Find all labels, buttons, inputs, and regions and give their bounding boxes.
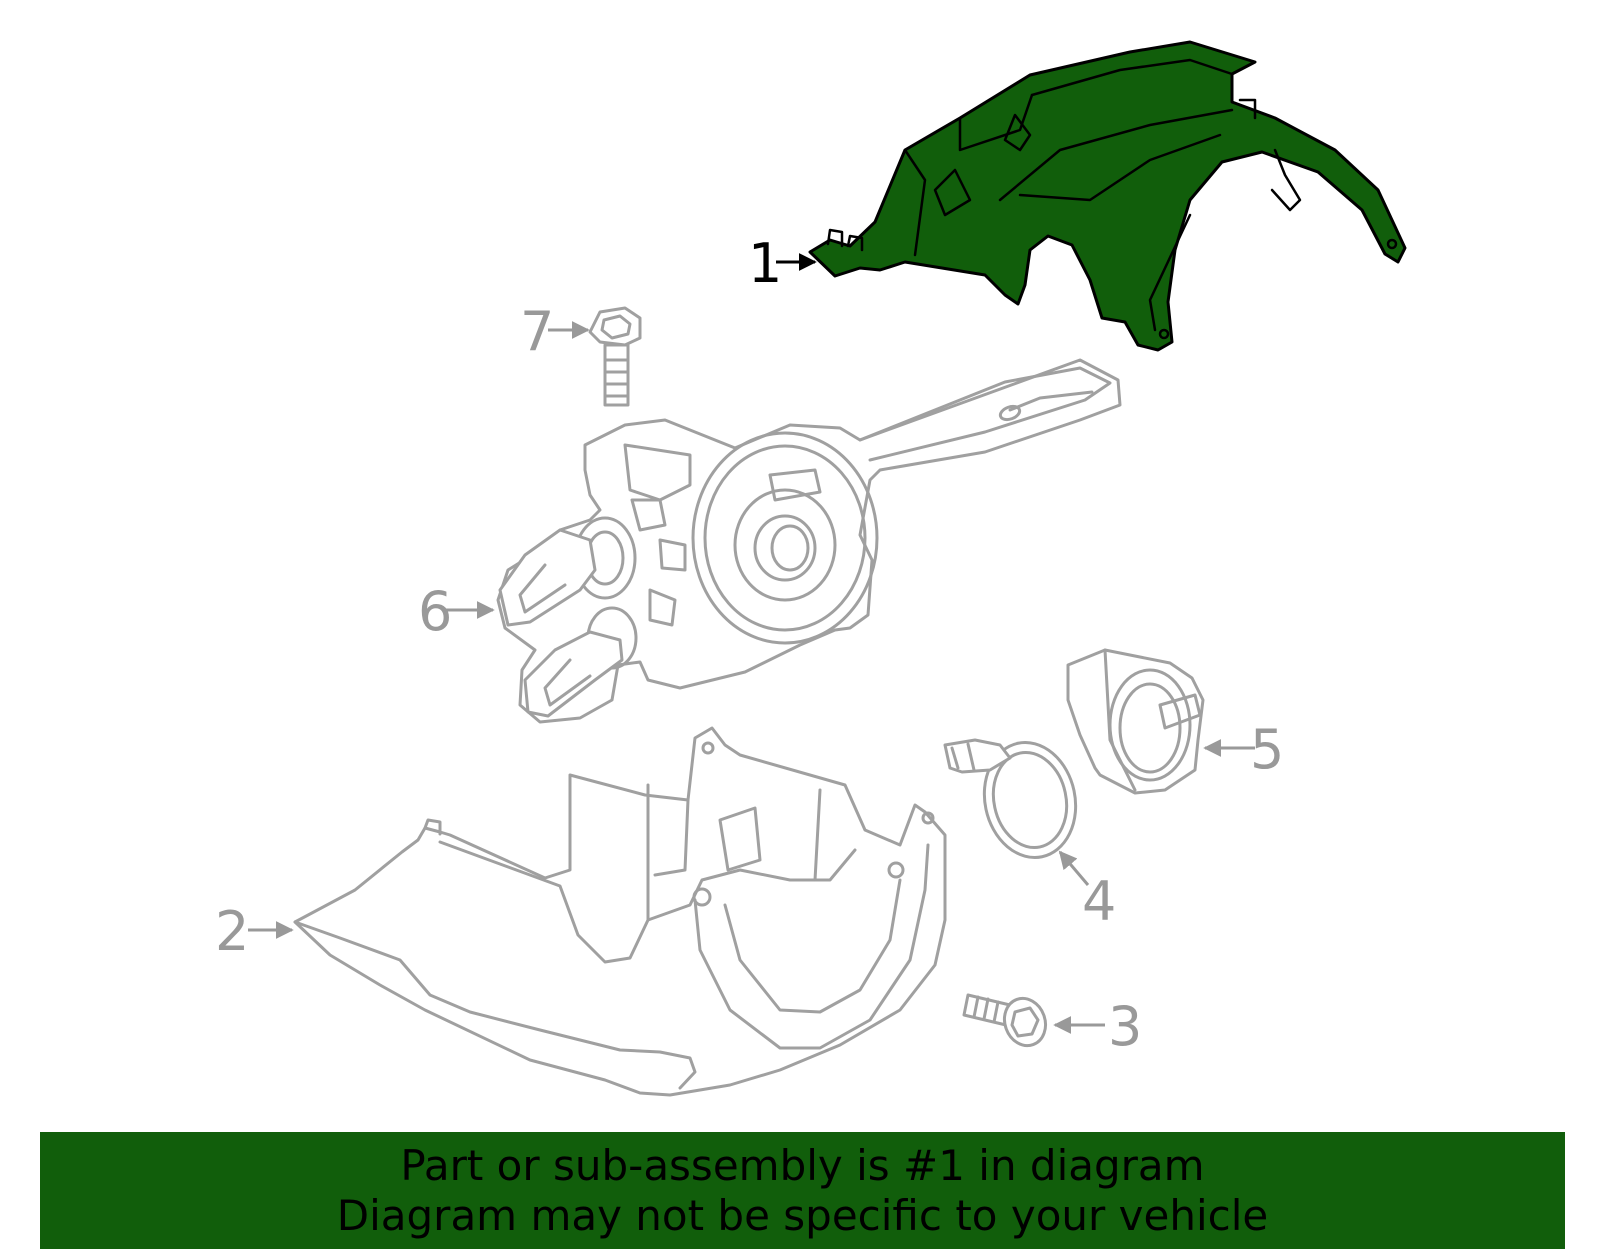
part-7-bolt[interactable]	[588, 306, 642, 407]
callout-6[interactable]: 6	[418, 580, 452, 643]
callout-1[interactable]: 1	[748, 232, 782, 295]
callout-2[interactable]: 2	[215, 900, 249, 963]
callout-5[interactable]: 5	[1250, 718, 1284, 781]
part-1-upper-cover[interactable]	[808, 40, 1407, 352]
part-6-combination-switch[interactable]	[496, 358, 1122, 724]
part-4-clamp[interactable]	[943, 734, 1086, 866]
callout-3[interactable]: 3	[1108, 995, 1142, 1058]
part-2-lower-cover[interactable]	[293, 726, 947, 1097]
info-banner: Part or sub-assembly is #1 in diagram Di…	[40, 1132, 1565, 1249]
leader-lines	[248, 253, 1255, 1034]
part-3-bolt[interactable]	[962, 993, 1052, 1052]
banner-line-2: Diagram may not be specific to your vehi…	[336, 1190, 1269, 1240]
banner-line-1: Part or sub-assembly is #1 in diagram	[400, 1140, 1205, 1190]
part-5-shroud[interactable]	[1066, 648, 1205, 795]
callout-4[interactable]: 4	[1082, 870, 1116, 933]
callout-7[interactable]: 7	[520, 300, 554, 363]
